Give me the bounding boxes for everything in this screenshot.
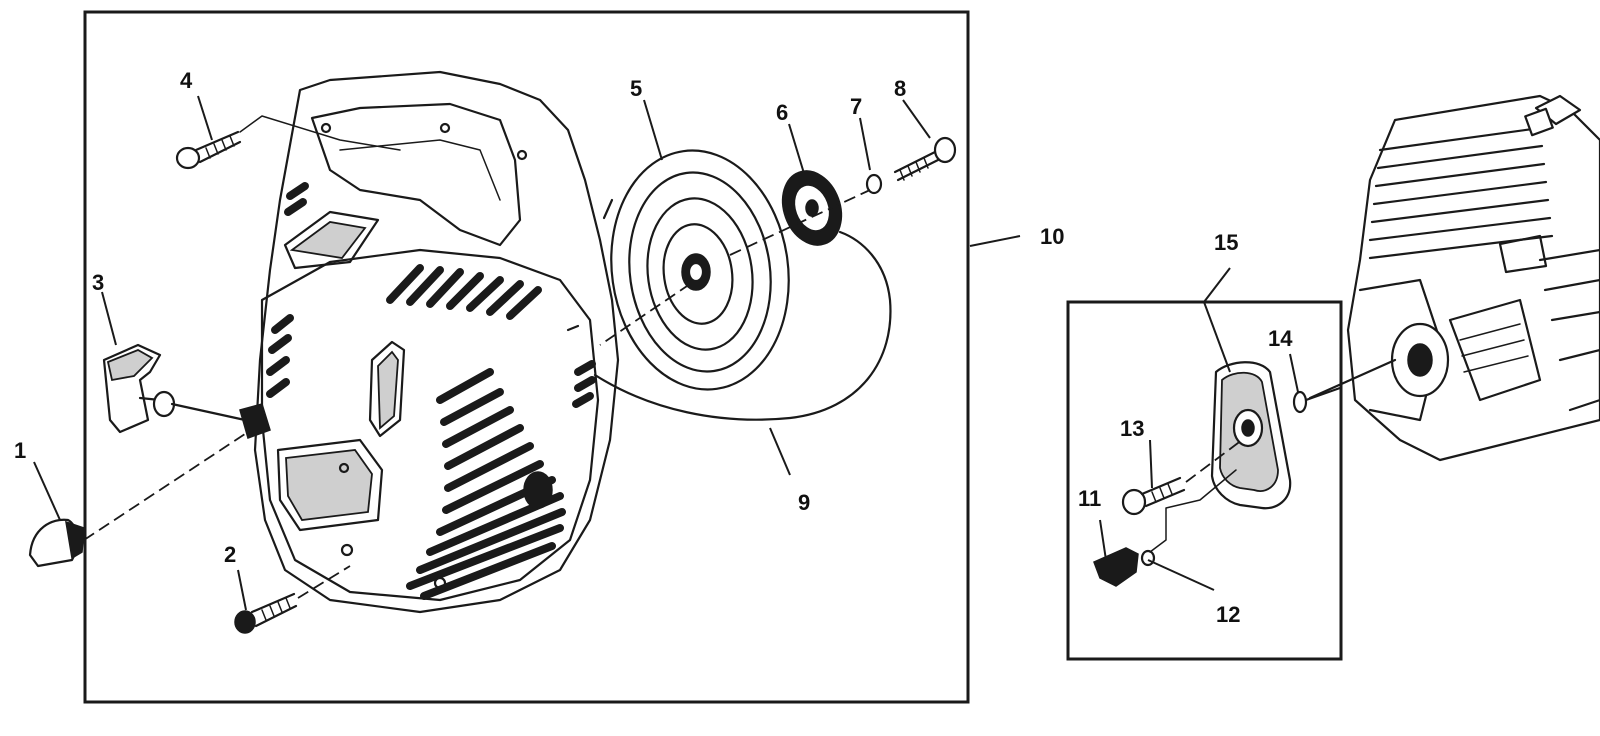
screw-8	[893, 136, 957, 182]
ratchet-pawl	[781, 170, 843, 246]
callout-11: 11	[1078, 486, 1101, 511]
callout-8: 8	[894, 76, 906, 101]
clutch-spring	[1093, 547, 1156, 587]
callout-2: 2	[224, 542, 236, 567]
callout-6: 6	[776, 100, 788, 125]
callout-5: 5	[630, 76, 642, 101]
assembly-frame	[83, 10, 970, 704]
starter-rope	[593, 230, 892, 421]
callout-15: 15	[1214, 230, 1238, 255]
callout-10: 10	[1040, 224, 1064, 249]
callout-3: 3	[92, 270, 104, 295]
clutch-shoe	[1210, 361, 1292, 510]
fan-housing	[239, 70, 620, 614]
callout-7: 7	[850, 94, 862, 119]
callout-13: 13	[1120, 416, 1144, 441]
callout-1: 1	[14, 438, 26, 463]
washer	[865, 173, 883, 195]
callout-14: 14	[1268, 326, 1293, 351]
starter-handle	[102, 343, 247, 434]
primer-bulb	[28, 518, 85, 568]
engine-block	[1346, 94, 1600, 462]
callout-12: 12	[1216, 602, 1240, 627]
callout-4: 4	[180, 68, 193, 93]
bolt-13	[1121, 476, 1186, 516]
screw-2	[234, 592, 298, 634]
screw-4	[175, 130, 242, 170]
clutch-detail-frame	[1066, 300, 1343, 661]
recoil-pulley	[602, 149, 790, 391]
washer-14	[1292, 390, 1308, 414]
callout-9: 9	[798, 490, 810, 515]
